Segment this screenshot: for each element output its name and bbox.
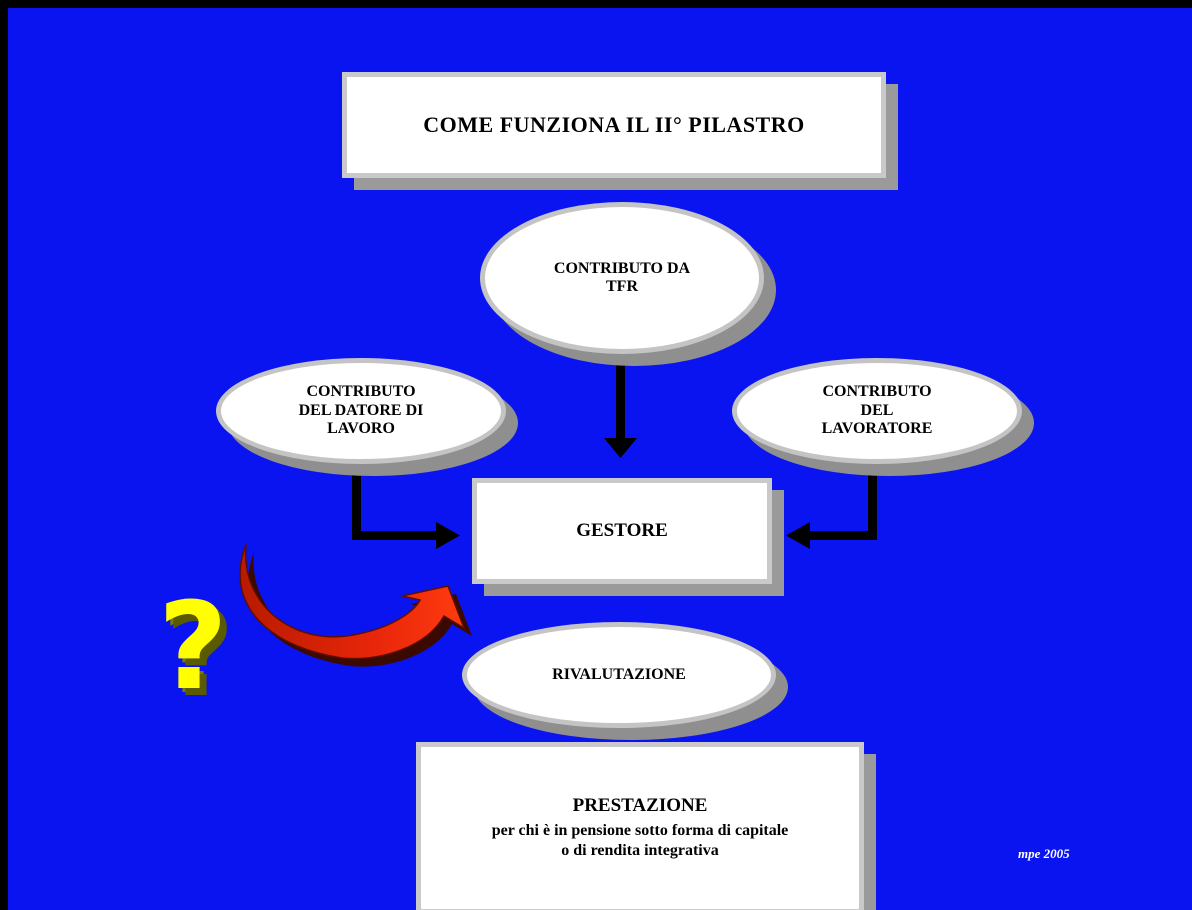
connector-arrows — [239, 342, 877, 667]
node-label: DEL DATORE DI — [298, 401, 424, 419]
slide-frame — [0, 0, 8, 910]
node-label: DEL — [860, 401, 894, 419]
node-label: LAVORO — [327, 420, 395, 438]
node-label: TFR — [606, 278, 638, 295]
node-gestore: GESTORE — [472, 478, 772, 584]
node-label: CONTRIBUTO — [306, 383, 416, 401]
node-label: LAVORATORE — [821, 420, 933, 438]
prestazione-line: per chi è in pensione sotto forma di cap… — [491, 822, 789, 839]
prestazione-line: o di rendita integrativa — [561, 842, 719, 859]
prestazione-heading: PRESTAZIONE — [572, 795, 708, 816]
node-prestazione: PRESTAZIONE per chi è in pensione sotto … — [416, 742, 864, 910]
node-contributo-datore: CONTRIBUTO DEL DATORE DI LAVORO — [216, 358, 506, 464]
node-label: CONTRIBUTO — [822, 383, 932, 401]
arrow-tfr-to-gestore — [604, 342, 637, 458]
slide-canvas: COME FUNZIONA IL II° PILASTRO CONTRIBUTO… — [8, 8, 1192, 910]
question-mark-icon: ? — [158, 578, 228, 717]
node-contributo-tfr: CONTRIBUTO DA TFR — [480, 202, 764, 354]
diagram-title: COME FUNZIONA IL II° PILASTRO — [423, 112, 805, 137]
node-label: CONTRIBUTO DA — [553, 259, 691, 277]
node-contributo-lavoratore: CONTRIBUTO DEL LAVORATORE — [732, 358, 1022, 464]
curved-arrow-rivalutazione — [239, 543, 472, 667]
arrow-lavoratore-to-gestore — [786, 458, 877, 549]
arrow-datore-to-gestore — [352, 458, 460, 549]
title-box: COME FUNZIONA IL II° PILASTRO — [342, 72, 886, 178]
node-rivalutazione: RIVALUTAZIONE — [462, 622, 776, 728]
author-signature: mpe 2005 — [1018, 846, 1070, 861]
node-label: RIVALUTAZIONE — [552, 665, 686, 683]
node-label: GESTORE — [576, 520, 668, 541]
